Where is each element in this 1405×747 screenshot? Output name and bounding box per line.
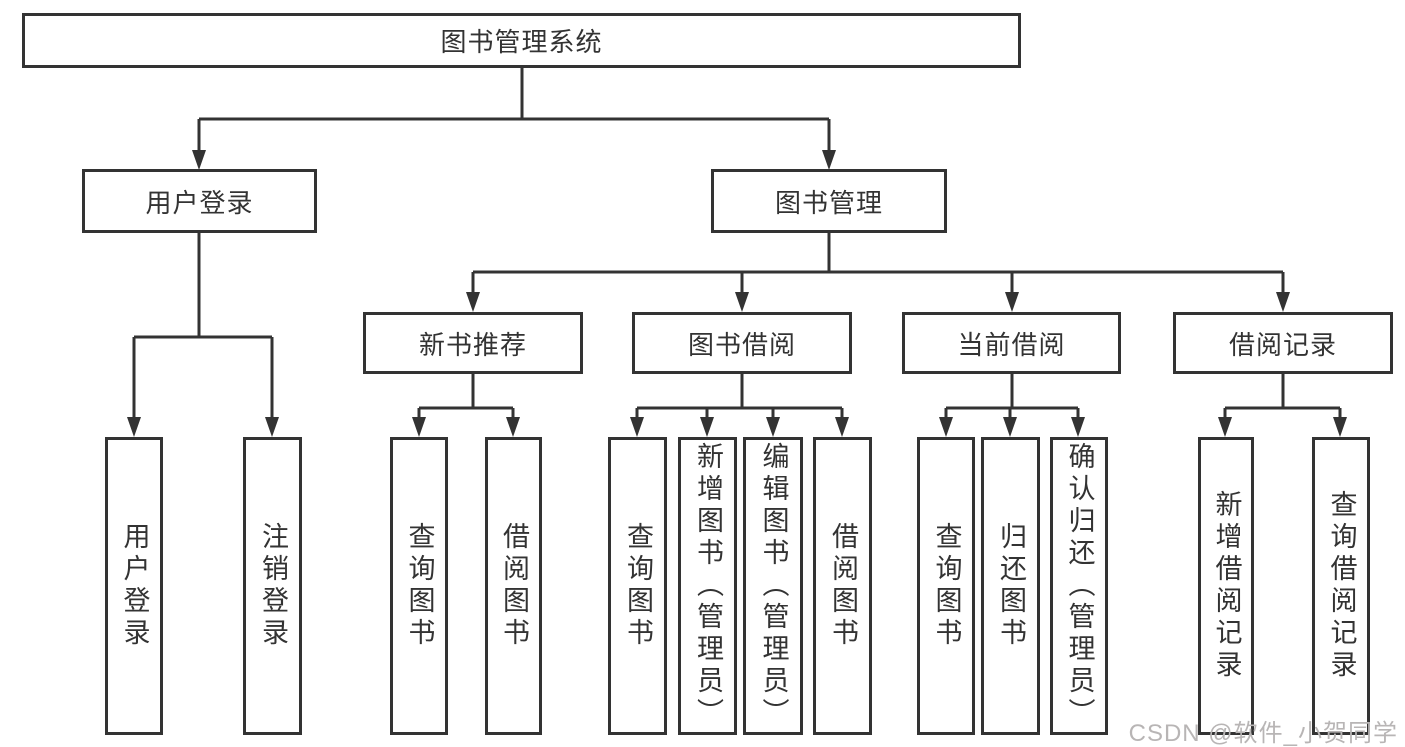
node-current-borrow: 当前借阅 [902,312,1121,374]
node-book-management: 图书管理 [711,169,947,233]
leaf-borrow-add-books-admin: 新增图书（管理员） [678,437,737,735]
node-book-borrow: 图书借阅 [632,312,852,374]
node-new-book-recommend: 新书推荐 [363,312,583,374]
node-borrow-records: 借阅记录 [1173,312,1393,374]
node-root: 图书管理系统 [22,13,1021,68]
leaf-records-query-record: 查询借阅记录 [1312,437,1370,735]
leaf-logout: 注销登录 [243,437,302,735]
leaf-borrow-edit-books-admin: 编辑图书（管理员） [743,437,803,735]
csdn-watermark: CSDN @软件_小贺同学 [1128,720,1398,747]
node-user-login: 用户登录 [82,169,317,233]
leaf-recommend-borrow-books: 借阅图书 [485,437,542,735]
leaf-records-add-record: 新增借阅记录 [1198,437,1254,735]
leaf-current-confirm-return-admin: 确认归还（管理员） [1050,437,1108,735]
leaf-current-return-books: 归还图书 [981,437,1040,735]
leaf-borrow-borrow-books: 借阅图书 [813,437,872,735]
leaf-recommend-query-books: 查询图书 [390,437,448,735]
leaf-borrow-query-books: 查询图书 [608,437,667,735]
arrowheads [127,150,1347,437]
leaf-user-login: 用户登录 [105,437,163,735]
leaf-current-query-books: 查询图书 [917,437,975,735]
